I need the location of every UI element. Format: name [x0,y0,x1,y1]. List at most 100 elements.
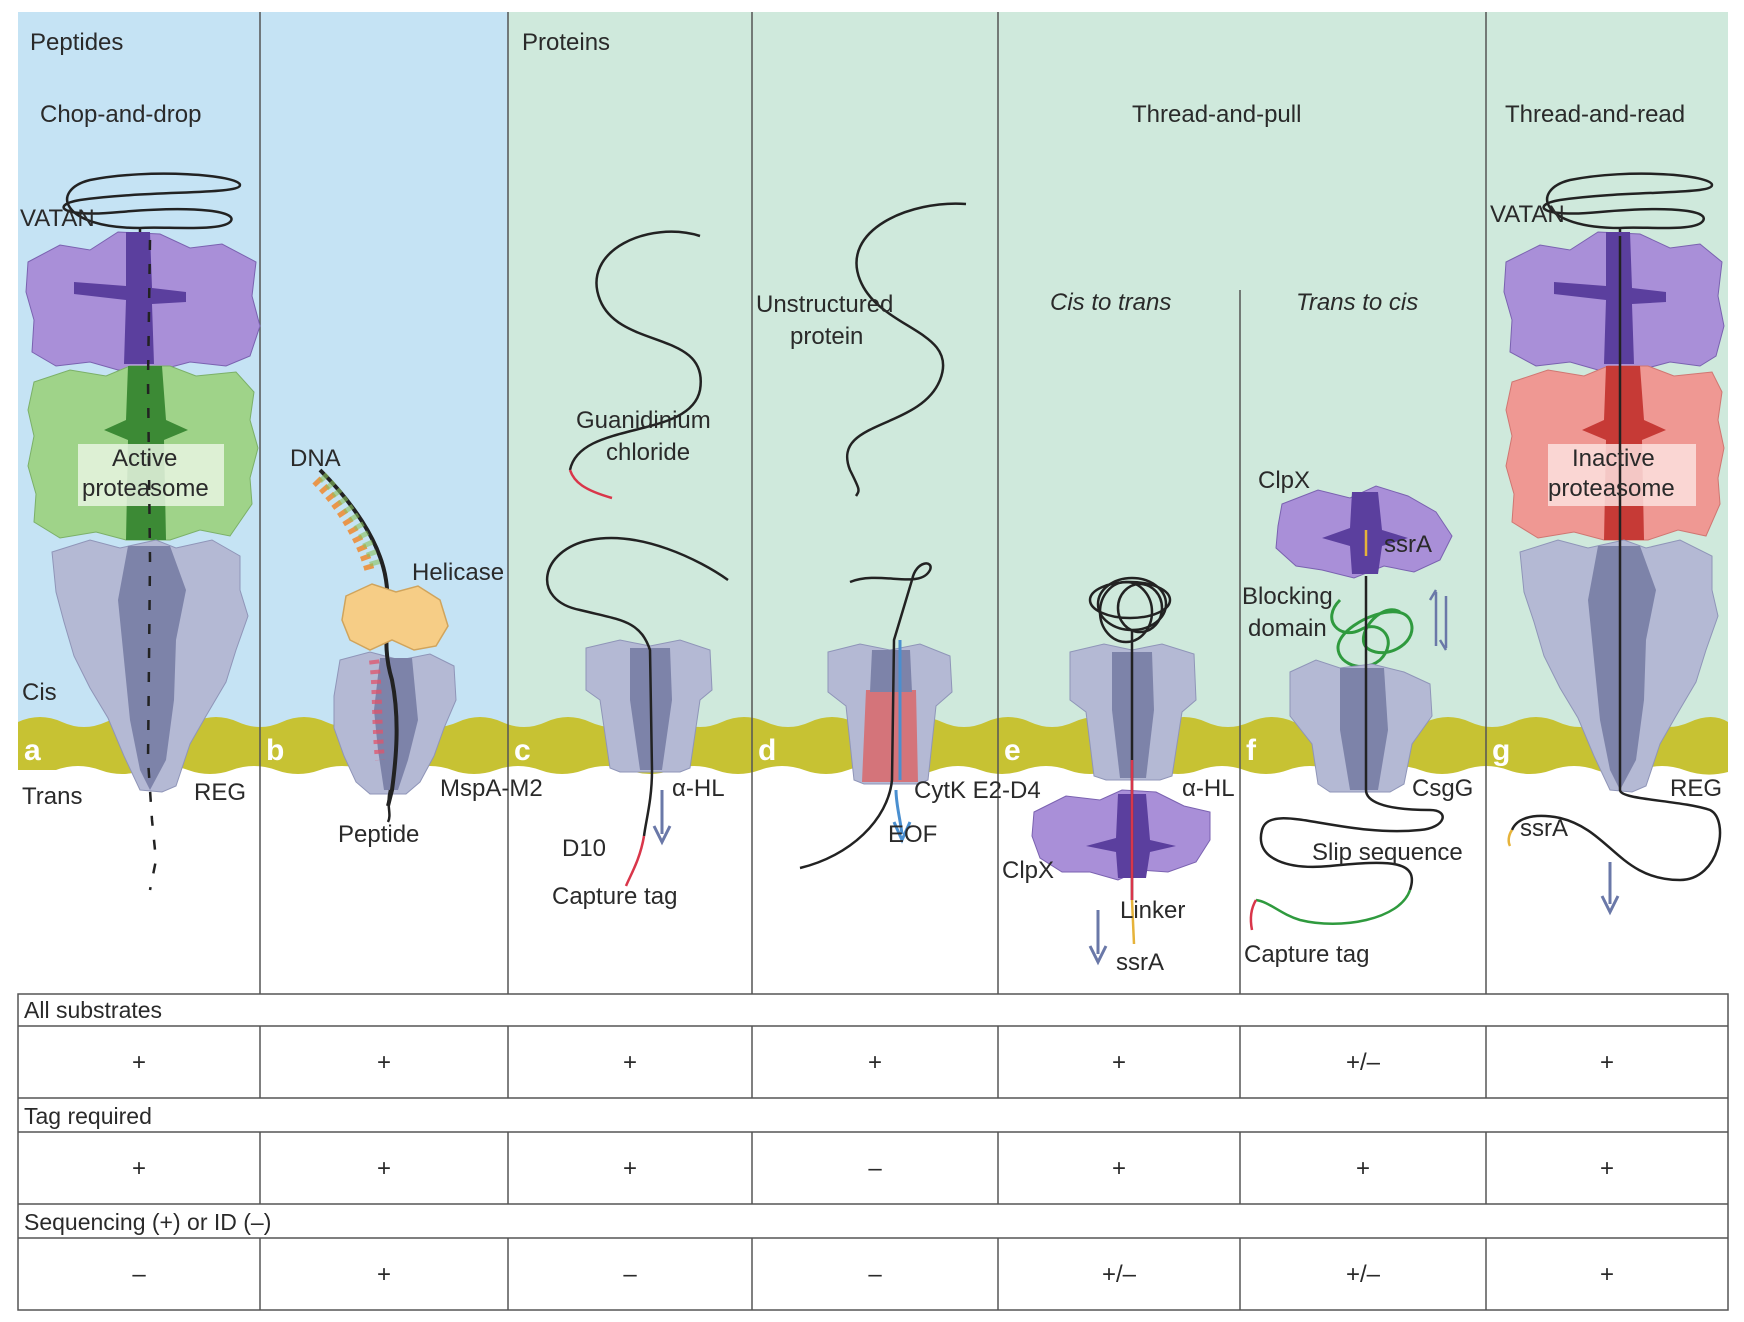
column-dividers [259,12,1487,994]
ssra-label-g: ssrA [1520,815,1568,842]
eof-label: EOF [888,821,937,848]
folded-protein-e [1088,576,1172,644]
cytk-core-d [862,690,918,782]
table-cell: + [377,1261,391,1288]
csgg-core-f [1340,668,1388,790]
denatured-protein-top-c [568,230,702,471]
table-cell: +/– [1346,1049,1381,1076]
panel-letter-a: a [24,734,41,767]
vatan-core-a [74,232,186,364]
table-cell: + [1356,1155,1370,1182]
table-cell: – [132,1261,146,1288]
clpx-label-e: ClpX [1002,857,1054,884]
panel-b: DNA Helicase MspA-M2 Peptide [290,445,543,848]
blocking-label-2: domain [1248,615,1327,642]
slip-sequence-f [1255,889,1412,925]
table-cell: + [1112,1155,1126,1182]
denatured-tag-top-c [568,469,613,500]
capture-tag-f [1249,899,1258,931]
reg-pore-core-g [1588,546,1656,790]
table-cell: + [623,1155,637,1182]
table-cell: + [132,1155,146,1182]
reg-pore-core-a [118,546,186,790]
table-cell: + [377,1155,391,1182]
protein-thread-c [545,536,729,837]
active-proteasome-label-box [78,444,224,506]
read-arrow-g [1600,862,1620,916]
helicase-label: Helicase [412,559,504,586]
table-cell: + [623,1049,637,1076]
dna-bases-b [312,476,375,574]
protein-thread-g [1510,236,1722,882]
peptide-thread-b [386,789,392,823]
summary-table: All substrates + + + + + +/– + Tag required + + + – +… [17,993,1729,1311]
protein-thread-d [799,562,932,870]
capture-tag-label-f: Capture tag [1244,941,1369,968]
table-cell: + [132,1049,146,1076]
peptide-label: Peptide [338,821,419,848]
blocking-domain-f [1330,598,1414,669]
flow-arrow-c [652,790,672,846]
table-row-header: Sequencing (+) or ID (–) [24,1209,271,1235]
capture-tag-c [624,835,646,887]
panel-letters: a b c d e f g [24,734,1510,767]
vatan-core-g [1554,232,1666,364]
panel-g: VATAN Inactive proteasome REG ssrA [1490,172,1725,916]
ahl-label-e: α-HL [1182,775,1235,802]
helicase-b [341,583,449,651]
ssra-label-e: ssrA [1116,949,1164,976]
table-cell: – [868,1155,882,1182]
table-text: All substrates + + + + + +/– + Tag required + + + – +… [24,997,1614,1288]
thread-and-read-header: Thread-and-read [1505,101,1685,128]
thread-and-pull-header: Thread-and-pull [1132,101,1301,128]
table-cell: + [868,1049,882,1076]
panel-letter-f: f [1246,734,1257,767]
chop-and-drop-header: Chop-and-drop [40,101,201,128]
table-row-header: Tag required [24,1103,152,1129]
ssra-label-f: ssrA [1384,531,1432,558]
inactive-proteasome-label-box [1548,444,1696,506]
table-cell: + [1112,1049,1126,1076]
trans-label: Trans [22,783,82,810]
blocking-label-1: Blocking [1242,583,1333,610]
guanidinium-label-1: Guanidinium [576,407,711,434]
eof-flow-d [892,640,912,844]
panel-letter-e: e [1004,734,1021,767]
pull-arrow-e [1088,910,1108,966]
capture-tag-label-c: Capture tag [552,883,677,910]
slip-sequence-label: Slip sequence [1312,839,1463,866]
table-cell: + [1600,1049,1614,1076]
table-cell: – [868,1261,882,1288]
inactive-proteasome-label-1: Inactive [1572,445,1655,472]
reg-label-a: REG [194,779,246,806]
table-cell: – [623,1261,637,1288]
active-proteasome-label-2: proteasome [82,475,209,502]
reg-label-g: REG [1670,775,1722,802]
cytk-label: CytK E2-D4 [914,777,1041,804]
ssra-tag-e [1130,899,1136,945]
guanidinium-label-2: chloride [606,439,690,466]
trans-to-cis-header: Trans to cis [1296,289,1418,316]
headers: Peptides Proteins Chop-and-drop Thread-a… [30,29,1685,316]
vatan-label-g: VATAN [1490,201,1565,228]
table-cell: + [377,1049,391,1076]
cytk-core-top-d [870,650,912,692]
d10-label: D10 [562,835,606,862]
equilibrium-arrows-f [1428,589,1448,651]
table-border [17,993,1729,1311]
unstructured-protein-top-d [846,202,967,497]
active-proteasome-label-1: Active [112,445,177,472]
panel-f: ClpX ssrA Blocking domain CsgG Slip sequ… [1242,467,1473,968]
unstructured-label-2: protein [790,323,863,350]
table-cell: +/– [1346,1261,1381,1288]
table-row-header: All substrates [24,997,162,1023]
trans-background [18,770,1728,994]
panel-letter-g: g [1492,734,1510,767]
peptides-header: Peptides [30,29,123,56]
ssra-tag-g [1507,829,1514,847]
table-cell: +/– [1102,1261,1137,1288]
panel-c: Guanidinium chloride α-HL D10 Capture ta… [545,230,729,910]
mspa-label: MspA-M2 [440,775,543,802]
linker-label: Linker [1120,897,1185,924]
